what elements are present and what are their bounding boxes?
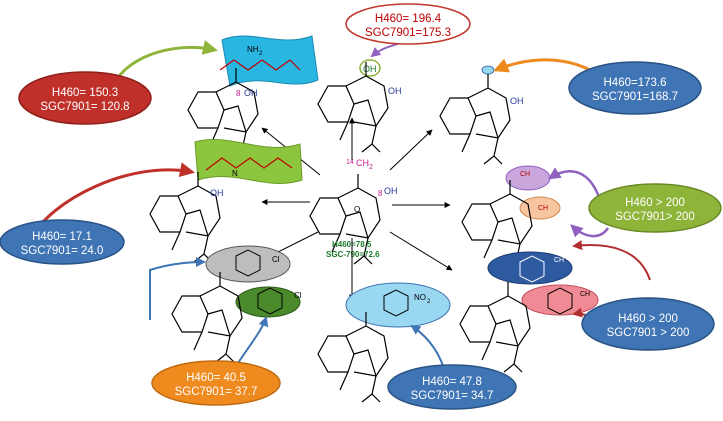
- center-ch2-sub: 2: [369, 164, 373, 171]
- no2-sub: 2: [427, 299, 431, 305]
- arrow-purple-mid-right: [547, 167, 602, 201]
- cl-label-1: Cl: [272, 255, 280, 264]
- nh2-sub: 2: [259, 51, 263, 57]
- nh2-label: NH: [247, 45, 259, 54]
- molecule-mid-left: N OH: [149, 138, 303, 263]
- pink-ellipse: [521, 284, 599, 316]
- bubble-h460-value: H460 > 200: [625, 197, 685, 209]
- bubble-h460-value: H460=173.6: [604, 77, 667, 89]
- molecule-bottom-left: Cl Cl: [171, 245, 302, 363]
- c14-highlight: [481, 65, 495, 75]
- purple-ellipse: [505, 165, 551, 191]
- molecule-bottom-right: CH CH: [459, 251, 599, 373]
- ch3-br-2: CH: [580, 291, 590, 298]
- bubble-shape: [0, 219, 125, 265]
- center-activity-sgc: SGC-790=72.6: [326, 250, 380, 259]
- bubble-h460-value: H460= 17.1: [32, 231, 92, 243]
- center-molecule: CH 2 14 8 OH O: [309, 158, 398, 265]
- eight-tl: 8: [236, 89, 241, 98]
- bubble-shape: [581, 297, 715, 351]
- bubble-shape: [18, 71, 152, 125]
- bubble-h460-value: H460= 196.4: [375, 13, 442, 25]
- oh-highlight: [359, 59, 381, 77]
- bubble-shape: [345, 3, 471, 45]
- center-8-label: 8: [378, 189, 383, 198]
- bubble-h460-value: H460= 150.3: [52, 87, 118, 99]
- no2-label: NO: [414, 293, 426, 302]
- arrow-darkred-bottom-right: [572, 240, 651, 281]
- bubble-sgc7901-value: SGC7901= 37.7: [175, 386, 258, 398]
- bubble-h460-value: H460 > 200: [618, 313, 678, 325]
- center-oh-label: OH: [384, 186, 398, 196]
- cl-label-2: Cl: [294, 291, 302, 300]
- ch3-br-1: CH: [554, 257, 564, 264]
- gray-ellipse: [205, 245, 291, 283]
- bubble-sgc7901-value: SGC7901= 24.0: [21, 245, 104, 257]
- n-label: N: [232, 169, 238, 178]
- oh-top-center-8: OH: [388, 86, 402, 96]
- arrow-blue-bottom-left: [149, 257, 206, 320]
- oh-mid-left: OH: [210, 188, 224, 198]
- arrow-purple-mid-right-2: [570, 224, 610, 238]
- center-14-label: 14: [346, 159, 354, 166]
- bubble-shape: [568, 61, 702, 115]
- molecule-bottom-center: NO 2: [317, 282, 451, 403]
- bubble-sgc7901-value: SGC7901=175.3: [365, 27, 451, 39]
- ch3-mid-right-2: CH: [538, 205, 548, 212]
- arrow-orange-top-right: [493, 58, 591, 73]
- bubble-sgc7901-value: SGC7901 > 200: [607, 327, 690, 339]
- oh-top-right: OH: [510, 96, 524, 106]
- bubble-h460-value: H460= 47.8: [422, 376, 482, 388]
- bubble-h460-value: H460= 40.5: [186, 372, 246, 384]
- lightblue-ellipse: [345, 282, 451, 328]
- oh-tl: OH: [244, 88, 258, 98]
- bubble-sgc7901-value: SGC7901= 120.8: [40, 101, 129, 113]
- molecule-top-left: NH 2 OH 8: [187, 35, 319, 159]
- bubble-shape: [387, 364, 517, 410]
- molecule-top-right: OH: [439, 65, 524, 165]
- center-arrows: [257, 117, 453, 301]
- green-banner: [194, 138, 303, 184]
- bubble-shape: [588, 183, 722, 233]
- oh-top-center: OH: [363, 64, 377, 74]
- navy-ellipse: [487, 251, 573, 285]
- bubble-shape: [151, 360, 281, 406]
- cyan-banner: [221, 35, 319, 87]
- bubble-sgc7901-value: SGC7901=168.7: [592, 91, 678, 103]
- center-ch2-label: CH: [356, 158, 369, 168]
- arrow-blue-bottom-left-2: [235, 316, 269, 367]
- molecule-top-center: OH OH: [317, 59, 402, 153]
- bubble-sgc7901-value: SGC7901> 200: [615, 211, 695, 223]
- ch3-mid-right-1: CH: [520, 171, 530, 178]
- center-o-label: O: [354, 205, 360, 214]
- bubble-sgc7901-value: SGC7901= 34.7: [411, 390, 494, 402]
